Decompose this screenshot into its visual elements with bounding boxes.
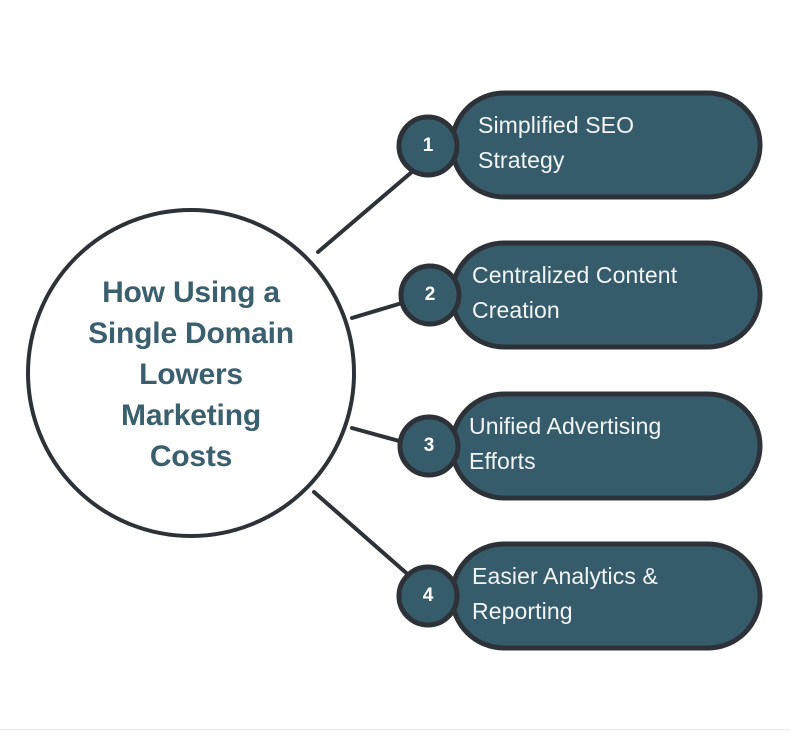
bottom-divider <box>0 729 790 730</box>
branch-badge-4[interactable] <box>396 564 460 628</box>
branch-badge-2[interactable] <box>398 263 462 327</box>
branch-number-3: 3 <box>423 435 435 456</box>
connector-lines <box>312 163 422 580</box>
branch-label-1: Simplified SEO Strategy <box>478 112 635 173</box>
branch-number-1: 1 <box>422 135 434 156</box>
branch-number-2: 2 <box>424 284 436 305</box>
branch-node-2[interactable] <box>398 240 763 350</box>
branch-label-2: Centralized Content Creation <box>472 262 678 323</box>
branch-node-1[interactable] <box>396 90 763 200</box>
connector-line-4 <box>312 490 414 580</box>
branch-label-3: Unified Advertising Efforts <box>469 413 662 474</box>
branch-node-4[interactable] <box>396 541 763 651</box>
center-circle[interactable] <box>26 208 356 538</box>
branch-badge-1[interactable] <box>396 114 460 178</box>
branch-label-4: Easier Analytics & Reporting <box>472 563 658 624</box>
branch-number-4: 4 <box>422 585 434 606</box>
connector-line-1 <box>316 163 422 254</box>
branch-badge-3[interactable] <box>397 414 461 478</box>
branch-node-3[interactable] <box>397 391 763 501</box>
